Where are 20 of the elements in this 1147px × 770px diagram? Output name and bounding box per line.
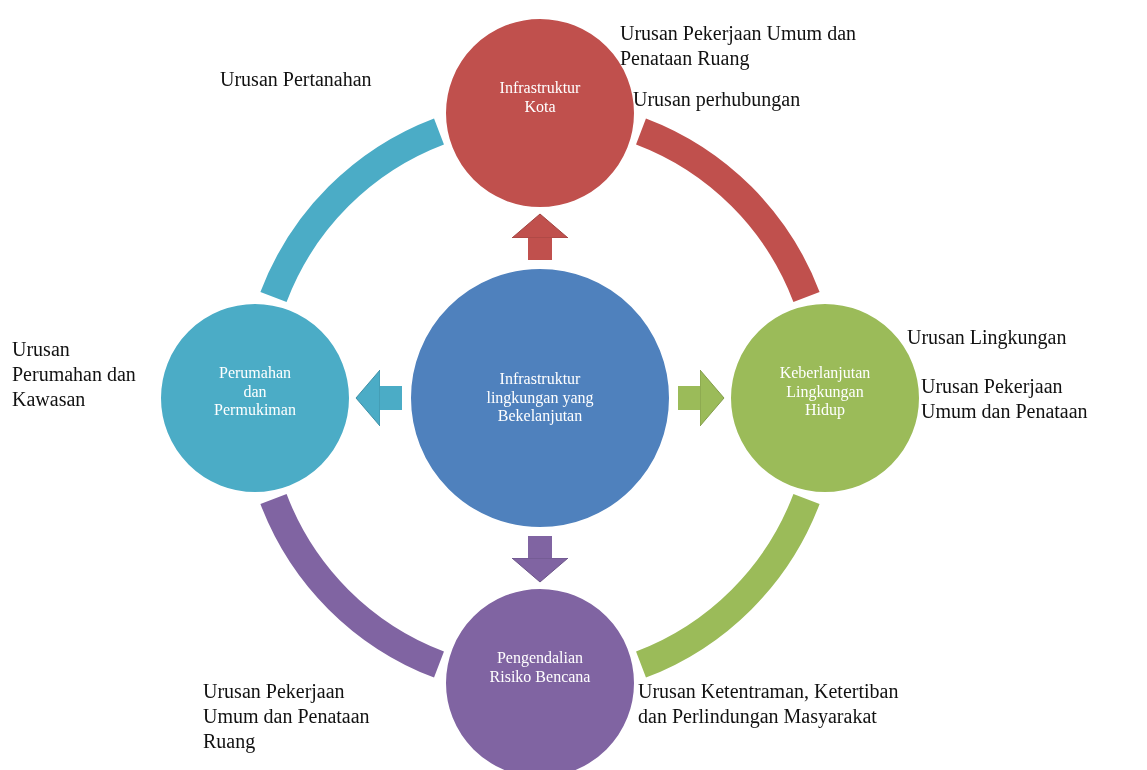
ring-arc-connector: [260, 118, 445, 303]
ring-arc-connector: [635, 493, 820, 678]
block-arrow: [355, 369, 402, 427]
note-text: Urusan Perumahan dan Kawasan: [12, 337, 137, 412]
note-text: Urusan perhubungan: [633, 87, 802, 112]
note-text: Urusan Pekerjaan Umum dan Penataan: [921, 374, 1089, 424]
node-label: Keberlanjutan Lingkungan Hidup: [778, 364, 872, 420]
node-label: Infrastruktur lingkungan yang Bekelanjutan: [485, 370, 595, 426]
node-label: Perumahan dan Permukiman: [213, 364, 297, 420]
ring-arc-connector: [260, 493, 445, 678]
block-arrow: [678, 369, 725, 427]
note-text: Urusan Pertanahan: [220, 67, 373, 92]
block-arrow: [511, 213, 569, 260]
note-text: Urusan Lingkungan: [907, 325, 1068, 350]
node-label: Infrastruktur Kota: [498, 79, 582, 116]
node-label: Pengendalian Risiko Bencana: [488, 649, 592, 686]
block-arrow: [511, 536, 569, 583]
note-text: Urusan Pekerjaan Umum dan Penataan Ruang: [620, 21, 858, 71]
note-text: Urusan Ketentraman, Ketertiban dan Perlindungan Masyarakat: [638, 679, 900, 729]
note-text: Urusan Pekerjaan Umum dan Penataan Ruang: [203, 679, 371, 754]
